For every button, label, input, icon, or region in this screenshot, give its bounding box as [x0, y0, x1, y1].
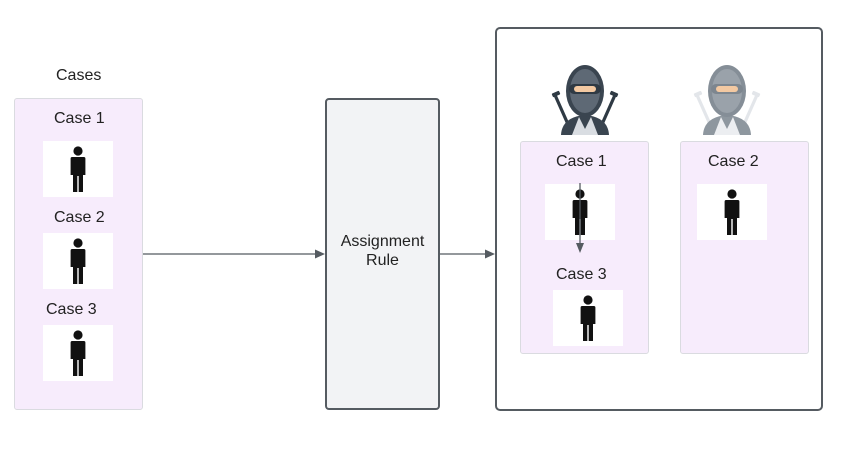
person-icon [70, 330, 86, 376]
cases-panel: Case 1 Case 2 Case 3 [14, 98, 143, 410]
person-icon [572, 189, 588, 235]
case-label: Case 1 [556, 153, 607, 170]
case-card[interactable] [43, 233, 113, 289]
assignment-rule-label: Assignment Rule [327, 232, 438, 270]
arrow-rule-to-agents [440, 249, 495, 259]
case-card[interactable] [545, 184, 615, 240]
ninja-agent-icon [693, 65, 761, 135]
case-label: Case 2 [54, 209, 105, 226]
person-icon [724, 189, 740, 235]
rule-line-1: Assignment [340, 233, 425, 250]
assignment-rule-box[interactable]: Assignment Rule [325, 98, 440, 410]
case-label: Case 2 [708, 153, 759, 170]
person-icon [70, 238, 86, 284]
agent-2-cases-panel: Case 2 [680, 141, 809, 354]
case-card[interactable] [43, 141, 113, 197]
agent-1-cases-panel: Case 1 Case 3 [520, 141, 649, 354]
case-label: Case 3 [46, 301, 97, 318]
cases-title: Cases [56, 67, 102, 84]
case-card[interactable] [697, 184, 767, 240]
case-label: Case 1 [54, 110, 105, 127]
case-card[interactable] [43, 325, 113, 381]
rule-line-2: Rule [366, 252, 399, 269]
arrow-cases-to-rule [143, 249, 325, 259]
person-icon [70, 146, 86, 192]
ninja-agent-icon [551, 65, 619, 135]
agents-container: Case 1 Case 3 Case 2 [495, 27, 823, 411]
case-card[interactable] [553, 290, 623, 346]
case-label: Case 3 [556, 266, 607, 283]
person-icon [580, 295, 596, 341]
